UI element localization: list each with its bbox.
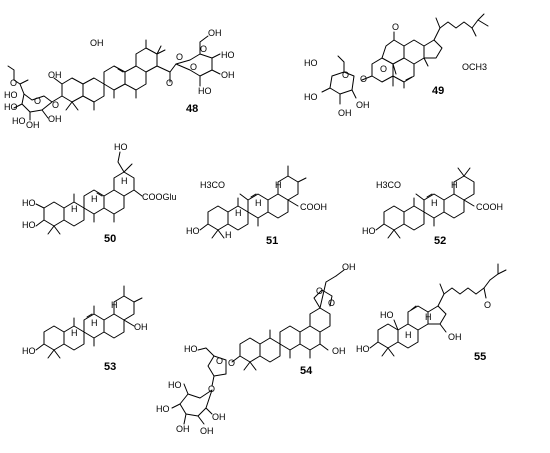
compound-55: HO HO OH H H O 55 <box>356 263 507 363</box>
compound-50-label-6: H <box>91 194 98 204</box>
compound-48-label-4: HO <box>12 116 26 126</box>
compound-52-label-4: H <box>431 198 438 208</box>
compound-number-51: 51 <box>266 235 278 247</box>
compound-48-label-17: OH <box>208 28 222 38</box>
compound-51-label-1: H3CO <box>200 180 225 190</box>
compound-55-label-3: OH <box>448 332 462 342</box>
compound-52-skeleton <box>375 167 475 239</box>
compound-54-label-1: OH <box>342 262 356 272</box>
compound-48-label-16: HO <box>198 86 212 96</box>
compound-number-52: 52 <box>434 235 446 247</box>
compound-54-label-11: OH <box>176 424 190 434</box>
compound-49-label-8: OH <box>338 108 352 118</box>
compound-54-label-7: O <box>216 356 223 366</box>
compound-51-label-2: HO <box>186 226 200 236</box>
compound-53-label-5: H <box>111 300 118 310</box>
compound-53-label-2: HO <box>22 346 36 356</box>
compound-52-label-5: H <box>451 180 458 190</box>
compound-49-label-7: HO <box>304 92 318 102</box>
compound-53: OH HO H H H 53 <box>22 285 148 373</box>
compound-54-label-12: OH <box>200 426 214 436</box>
compound-49-label-3: OCH3 <box>462 62 487 72</box>
compound-48-label-9: O <box>52 100 59 110</box>
compound-54-label-9: HO <box>168 380 182 390</box>
compound-52: H3CO HO COOH H H 52 <box>362 167 503 247</box>
compound-51-label-5: H <box>255 198 262 208</box>
compound-50-skeleton <box>35 151 143 235</box>
compound-48-label-8: O <box>34 96 41 106</box>
compound-51-label-6: H <box>275 180 282 190</box>
compound-54-skeleton <box>171 269 345 425</box>
compound-49-label-9: OH <box>356 100 370 110</box>
compound-49: O O OCH3 HO O O HO OH OH 49 <box>304 13 489 118</box>
compound-50-label-4: COOGlu <box>142 192 177 202</box>
compound-48-label-11: O <box>176 52 183 62</box>
compound-48-label-10: O <box>166 78 173 88</box>
compound-48: OH HO HO HO OH OH O O O O O HO OH O O HO… <box>4 28 235 130</box>
compound-48-label-6: OH <box>48 114 62 124</box>
compound-55-label-4: H <box>405 330 412 340</box>
compound-53-label-3: H <box>71 328 78 338</box>
compound-51: H3CO HO COOH H H H H 51 <box>186 165 327 247</box>
compound-50-label-3: HO <box>22 220 36 230</box>
compound-52-label-1: H3CO <box>376 180 401 190</box>
compound-49-skeleton <box>321 13 489 105</box>
compound-number-48: 48 <box>186 103 198 115</box>
compound-51-label-4: H <box>235 208 242 218</box>
compound-50-label-1: HO <box>114 142 128 152</box>
compound-48-label-18: OH <box>48 70 62 80</box>
compound-49-label-2: O <box>380 64 387 74</box>
compound-49-label-6: O <box>342 70 349 80</box>
compound-48-skeleton <box>7 35 221 121</box>
compound-55-label-5: H <box>425 312 432 322</box>
compound-55-label-1: HO <box>380 310 394 320</box>
compound-54-label-4: OH <box>332 346 346 356</box>
compound-48-label-13: OH <box>221 70 235 80</box>
compound-number-50: 50 <box>104 233 116 245</box>
compound-48-label-7: O <box>10 78 17 88</box>
compound-50: HO HO HO COOGlu H H H 50 <box>22 142 177 245</box>
compound-48-label-14: O <box>200 44 207 54</box>
compound-number-53: 53 <box>104 361 116 373</box>
compound-number-49: 49 <box>432 85 444 97</box>
compound-48-label-1: OH <box>90 38 104 48</box>
compound-54-label-8: O <box>208 384 215 394</box>
compound-48-label-15: O <box>190 62 197 72</box>
compound-55-label-2: HO <box>356 344 370 354</box>
compound-50-label-5: H <box>71 204 78 214</box>
compound-49-label-5: O <box>360 74 367 84</box>
compound-53-label-4: H <box>91 318 98 328</box>
compound-48-label-5: OH <box>26 120 40 130</box>
compound-53-skeleton <box>35 285 143 359</box>
compound-number-55: 55 <box>474 351 486 363</box>
compound-51-label-7: H <box>225 230 232 240</box>
compound-54-label-13: OH <box>212 412 226 422</box>
compound-50-label-2: HO <box>22 198 36 208</box>
compound-49-label-1: O <box>392 22 399 32</box>
compound-50-label-7: H <box>121 176 128 186</box>
compound-51-skeleton <box>199 165 307 239</box>
compound-54-label-5: HO <box>184 344 198 354</box>
compound-54-label-10: HO <box>156 404 170 414</box>
compound-54-label-3: O <box>328 298 335 308</box>
compound-51-label-3: COOH <box>300 202 327 212</box>
compound-52-label-3: COOH <box>476 202 503 212</box>
compound-54: OH O O OH HO O O O HO HO OH OH OH 54 <box>156 262 356 436</box>
compound-48-label-12: HO <box>221 50 235 60</box>
compound-49-label-4: HO <box>304 58 318 68</box>
compound-53-label-1: OH <box>134 322 148 332</box>
compound-54-label-2: O <box>316 286 323 296</box>
compound-number-54: 54 <box>300 365 313 377</box>
compound-54-label-6: O <box>228 358 235 368</box>
compound-48-label-3: HO <box>4 102 18 112</box>
compound-48-label-2: HO <box>4 90 18 100</box>
compound-52-label-2: HO <box>362 226 376 236</box>
compound-55-label-6: O <box>484 300 491 310</box>
compound-55-skeleton <box>369 263 507 357</box>
